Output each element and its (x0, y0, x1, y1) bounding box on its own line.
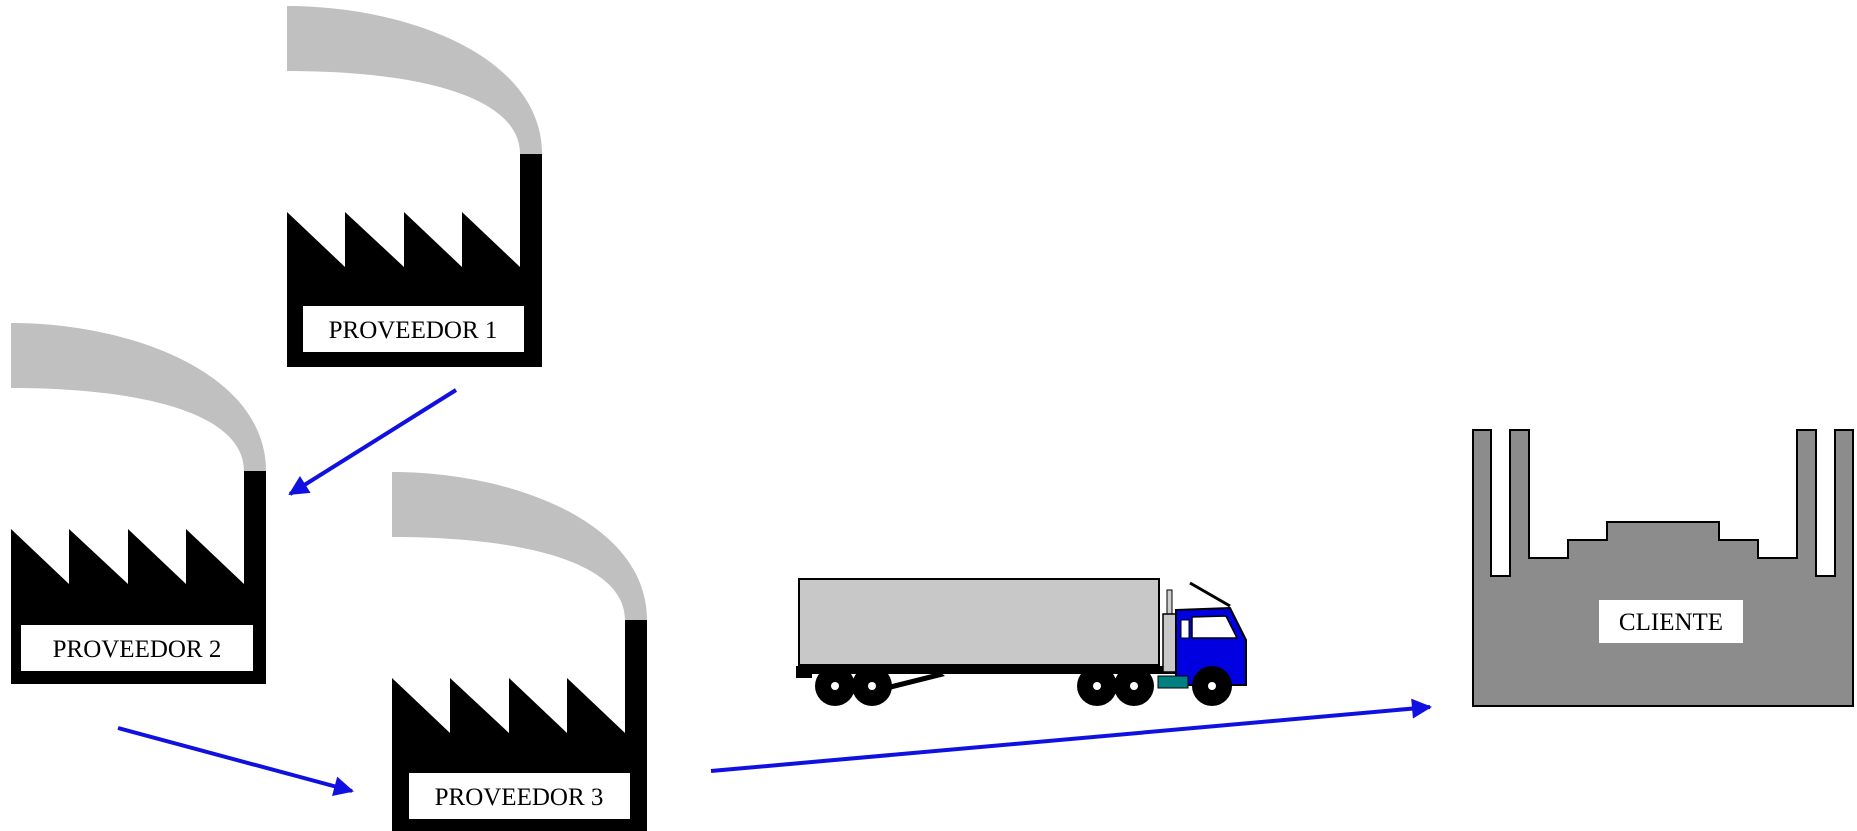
truck-icon (796, 578, 1247, 706)
smoke-icon (287, 6, 542, 154)
truck-wheels (815, 666, 1232, 706)
supplier-3-label-box (409, 773, 630, 819)
client-label-box (1599, 600, 1743, 643)
client-building-icon (1472, 429, 1854, 707)
supplier-3-factory: PROVEEDOR 3 (392, 472, 647, 831)
client-building: CLIENTE (1472, 429, 1854, 707)
arrow-p1-to-p2 (288, 388, 458, 496)
supplier-2-label-box (21, 625, 253, 671)
arrow-p2-to-p3 (117, 726, 354, 796)
supplier-2-factory: PROVEEDOR 2 (11, 323, 266, 684)
trailer-box (798, 578, 1160, 666)
supplier-1-factory: PROVEEDOR 1 (287, 6, 542, 367)
smoke-icon (392, 472, 647, 620)
truck-window (1191, 615, 1239, 639)
supplier-2-label: PROVEEDOR 2 (53, 636, 222, 663)
arrow-p3-to-client (710, 698, 1432, 773)
smoke-icon (11, 323, 266, 471)
supplier-1-label-box (303, 306, 524, 352)
supplier-1-label: PROVEEDOR 1 (329, 317, 498, 344)
client-label: CLIENTE (1619, 609, 1723, 636)
supplier-3-label: PROVEEDOR 3 (435, 784, 604, 811)
